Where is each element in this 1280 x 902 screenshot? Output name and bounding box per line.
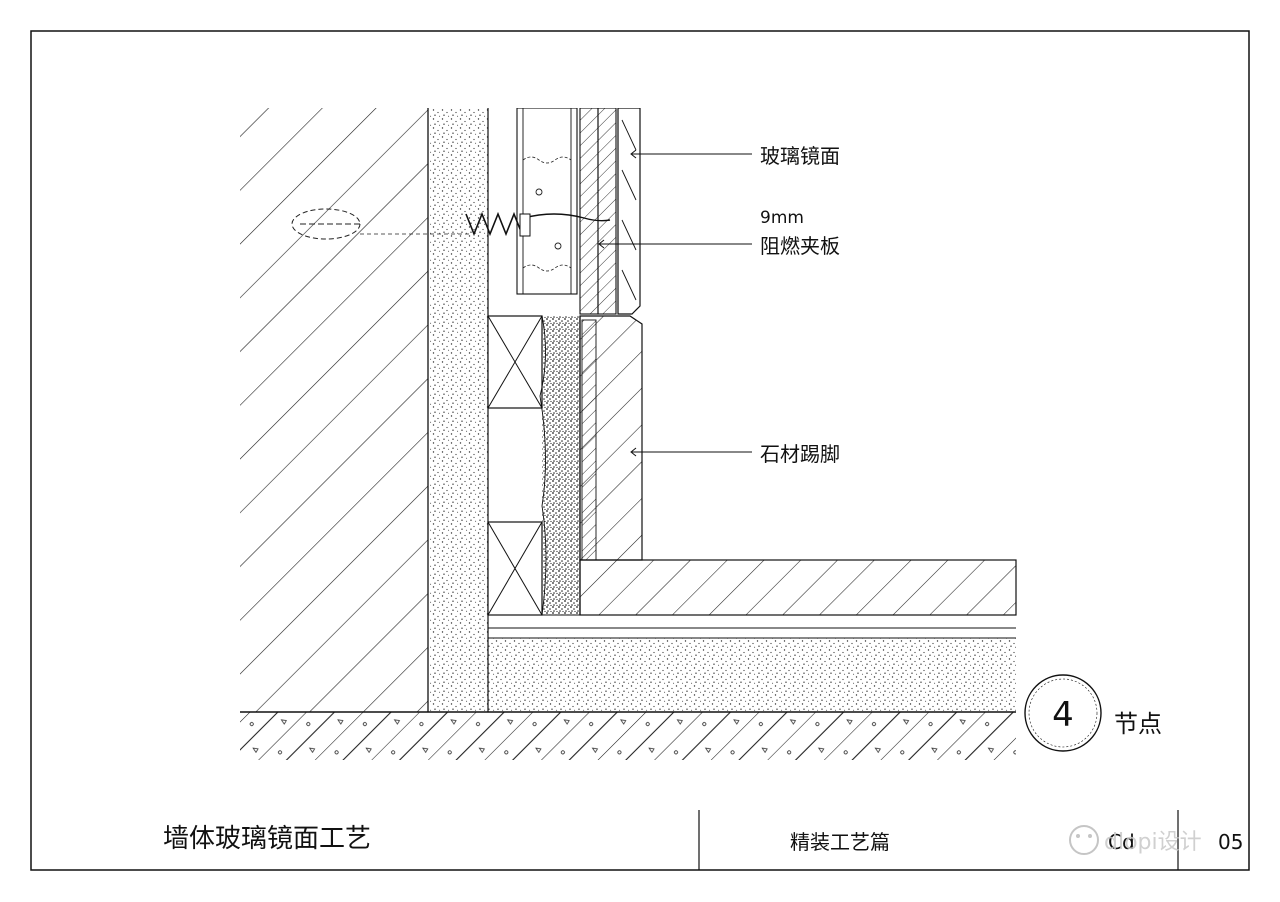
timber-batten-upper bbox=[487, 315, 543, 409]
callout-fire-board: 9mm 阻燃夹板 bbox=[598, 208, 840, 258]
drawing-code-prefix: Cd bbox=[1108, 830, 1135, 854]
callout-glass-mirror: 玻璃镜面 bbox=[630, 144, 840, 168]
expansion-bolt bbox=[291, 208, 611, 240]
wall-plaster-layer bbox=[430, 108, 488, 712]
drawing-title: 墙体玻璃镜面工艺 bbox=[163, 824, 371, 854]
drawing-category: 精装工艺篇 bbox=[790, 830, 890, 854]
label-stone-skirting: 石材踢脚 bbox=[760, 442, 840, 466]
sheet-border bbox=[30, 30, 1250, 871]
structural-wall bbox=[240, 108, 428, 712]
floor-slab bbox=[240, 712, 1016, 760]
node-number: 4 bbox=[1052, 695, 1074, 735]
floor-screed-layer bbox=[488, 638, 1016, 712]
drawing-page-suffix: 05 bbox=[1218, 830, 1243, 854]
watermark: dlopi设计 bbox=[1069, 825, 1202, 855]
label-glass-mirror: 玻璃镜面 bbox=[760, 144, 840, 168]
node-label: 节点 bbox=[1114, 710, 1162, 738]
label-fire-board: 阻燃夹板 bbox=[760, 234, 840, 258]
glass-mirror-panel bbox=[617, 108, 641, 315]
node-circle bbox=[1024, 674, 1102, 752]
steel-keel bbox=[516, 108, 578, 295]
stone-floor-finish bbox=[580, 560, 1016, 615]
watermark-logo-icon bbox=[1069, 825, 1099, 855]
callout-stone-skirting: 石材踢脚 bbox=[630, 442, 840, 466]
label-board-thickness: 9mm bbox=[760, 208, 804, 228]
setting-mortar bbox=[542, 316, 580, 615]
stone-skirting bbox=[579, 315, 643, 561]
fire-retardant-plywood bbox=[579, 108, 617, 315]
node-marker: 4 节点 bbox=[1024, 674, 1162, 752]
watermark-text: dlopi设计 bbox=[1104, 830, 1202, 855]
section-detail bbox=[240, 108, 1017, 760]
title-block: 墙体玻璃镜面工艺 精装工艺篇 Cd 05 bbox=[163, 810, 1243, 870]
timber-batten-lower bbox=[487, 521, 543, 616]
